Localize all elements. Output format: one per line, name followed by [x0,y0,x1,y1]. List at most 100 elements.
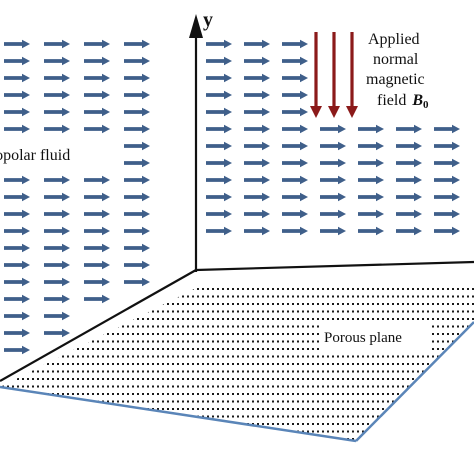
pore-dot [102,333,104,335]
pore-dot [307,363,309,365]
pore-dot [302,333,304,335]
pore-dot [127,348,129,350]
pore-dot [262,385,264,388]
pore-dot [157,333,159,335]
pore-dot [362,430,364,433]
pore-dot [332,318,334,320]
pore-dot [122,385,124,388]
pore-dot [262,393,264,395]
flow-arrow-icon [44,328,70,338]
flow-arrow-icon [84,39,110,49]
pore-dot [422,318,424,320]
pore-dot [17,408,19,410]
pore-dot [357,295,359,298]
pore-dot [232,385,234,388]
pore-dot [27,393,29,395]
pore-dot [272,400,274,403]
pore-dot [422,400,424,403]
pore-dot [312,340,314,343]
pore-dot [317,408,319,410]
pore-dot [387,303,389,305]
pore-dot [187,363,189,365]
pore-dot [322,310,324,313]
pore-dot [452,430,454,433]
pore-dot [407,400,409,403]
pore-dot [412,355,414,358]
pore-dot [392,370,394,373]
pore-dot [92,378,94,380]
pore-dot [402,415,404,418]
pore-dot [467,423,469,425]
pore-dot [7,438,9,440]
pore-dot [57,438,59,440]
fluid-label: Micropolar fluid [0,147,70,164]
pore-dot [137,363,139,365]
pore-dot [72,325,74,328]
pore-dot [242,393,244,395]
pore-dot [467,363,469,365]
pore-dot [277,438,279,440]
pore-dot [457,415,459,418]
pore-dot [42,415,44,418]
pore-dot [307,438,309,440]
pore-dot [307,348,309,350]
pore-dot [157,438,159,440]
pore-dot [402,408,404,410]
pore-dot [112,333,114,335]
pore-dot [42,303,44,305]
pore-dot [187,430,189,433]
pore-dot [452,423,454,425]
pore-dot [242,340,244,343]
flow-arrow-icon [124,141,150,151]
pore-dot [467,295,469,298]
pore-dot [237,393,239,395]
pore-dot [322,370,324,373]
pore-dot [72,370,74,373]
pore-dot [352,385,354,388]
pore-dot [372,303,374,305]
pore-dot [267,363,269,365]
pore-dot [137,378,139,380]
pore-dot [32,430,34,433]
pore-dot [357,355,359,358]
pore-dot [347,310,349,313]
pore-dot [112,408,114,410]
pore-dot [332,423,334,425]
pore-dot [352,318,354,320]
pore-dot [447,310,449,313]
pore-dot [102,378,104,380]
pore-dot [77,408,79,410]
pore-dot [227,310,229,313]
pore-dot [317,348,319,350]
field-label-line3: magnetic [366,71,425,88]
pore-dot [27,400,29,403]
pore-dot [262,340,264,343]
pore-dot [117,438,119,440]
pore-dot [297,408,299,410]
pore-dot [332,415,334,418]
pore-dot [117,288,119,290]
pore-dot [232,438,234,440]
pore-dot [132,348,134,350]
pore-dot [467,340,469,343]
pore-dot [242,408,244,410]
pore-dot [222,430,224,433]
pore-dot [192,385,194,388]
pore-dot [207,318,209,320]
pore-dot [192,325,194,328]
pore-dot [347,415,349,418]
pore-dot [132,385,134,388]
pore-dot [452,385,454,388]
pore-dot [87,333,89,335]
pore-dot [212,333,214,335]
pore-dot [147,385,149,388]
pore-dot [282,438,284,440]
pore-dot [432,295,434,298]
pore-dot [267,303,269,305]
pore-dot [127,325,129,328]
pore-dot [282,408,284,410]
pore-dot [12,363,14,365]
pore-dot [192,295,194,298]
flow-arrow-icon [282,141,308,151]
pore-dot [247,325,249,328]
